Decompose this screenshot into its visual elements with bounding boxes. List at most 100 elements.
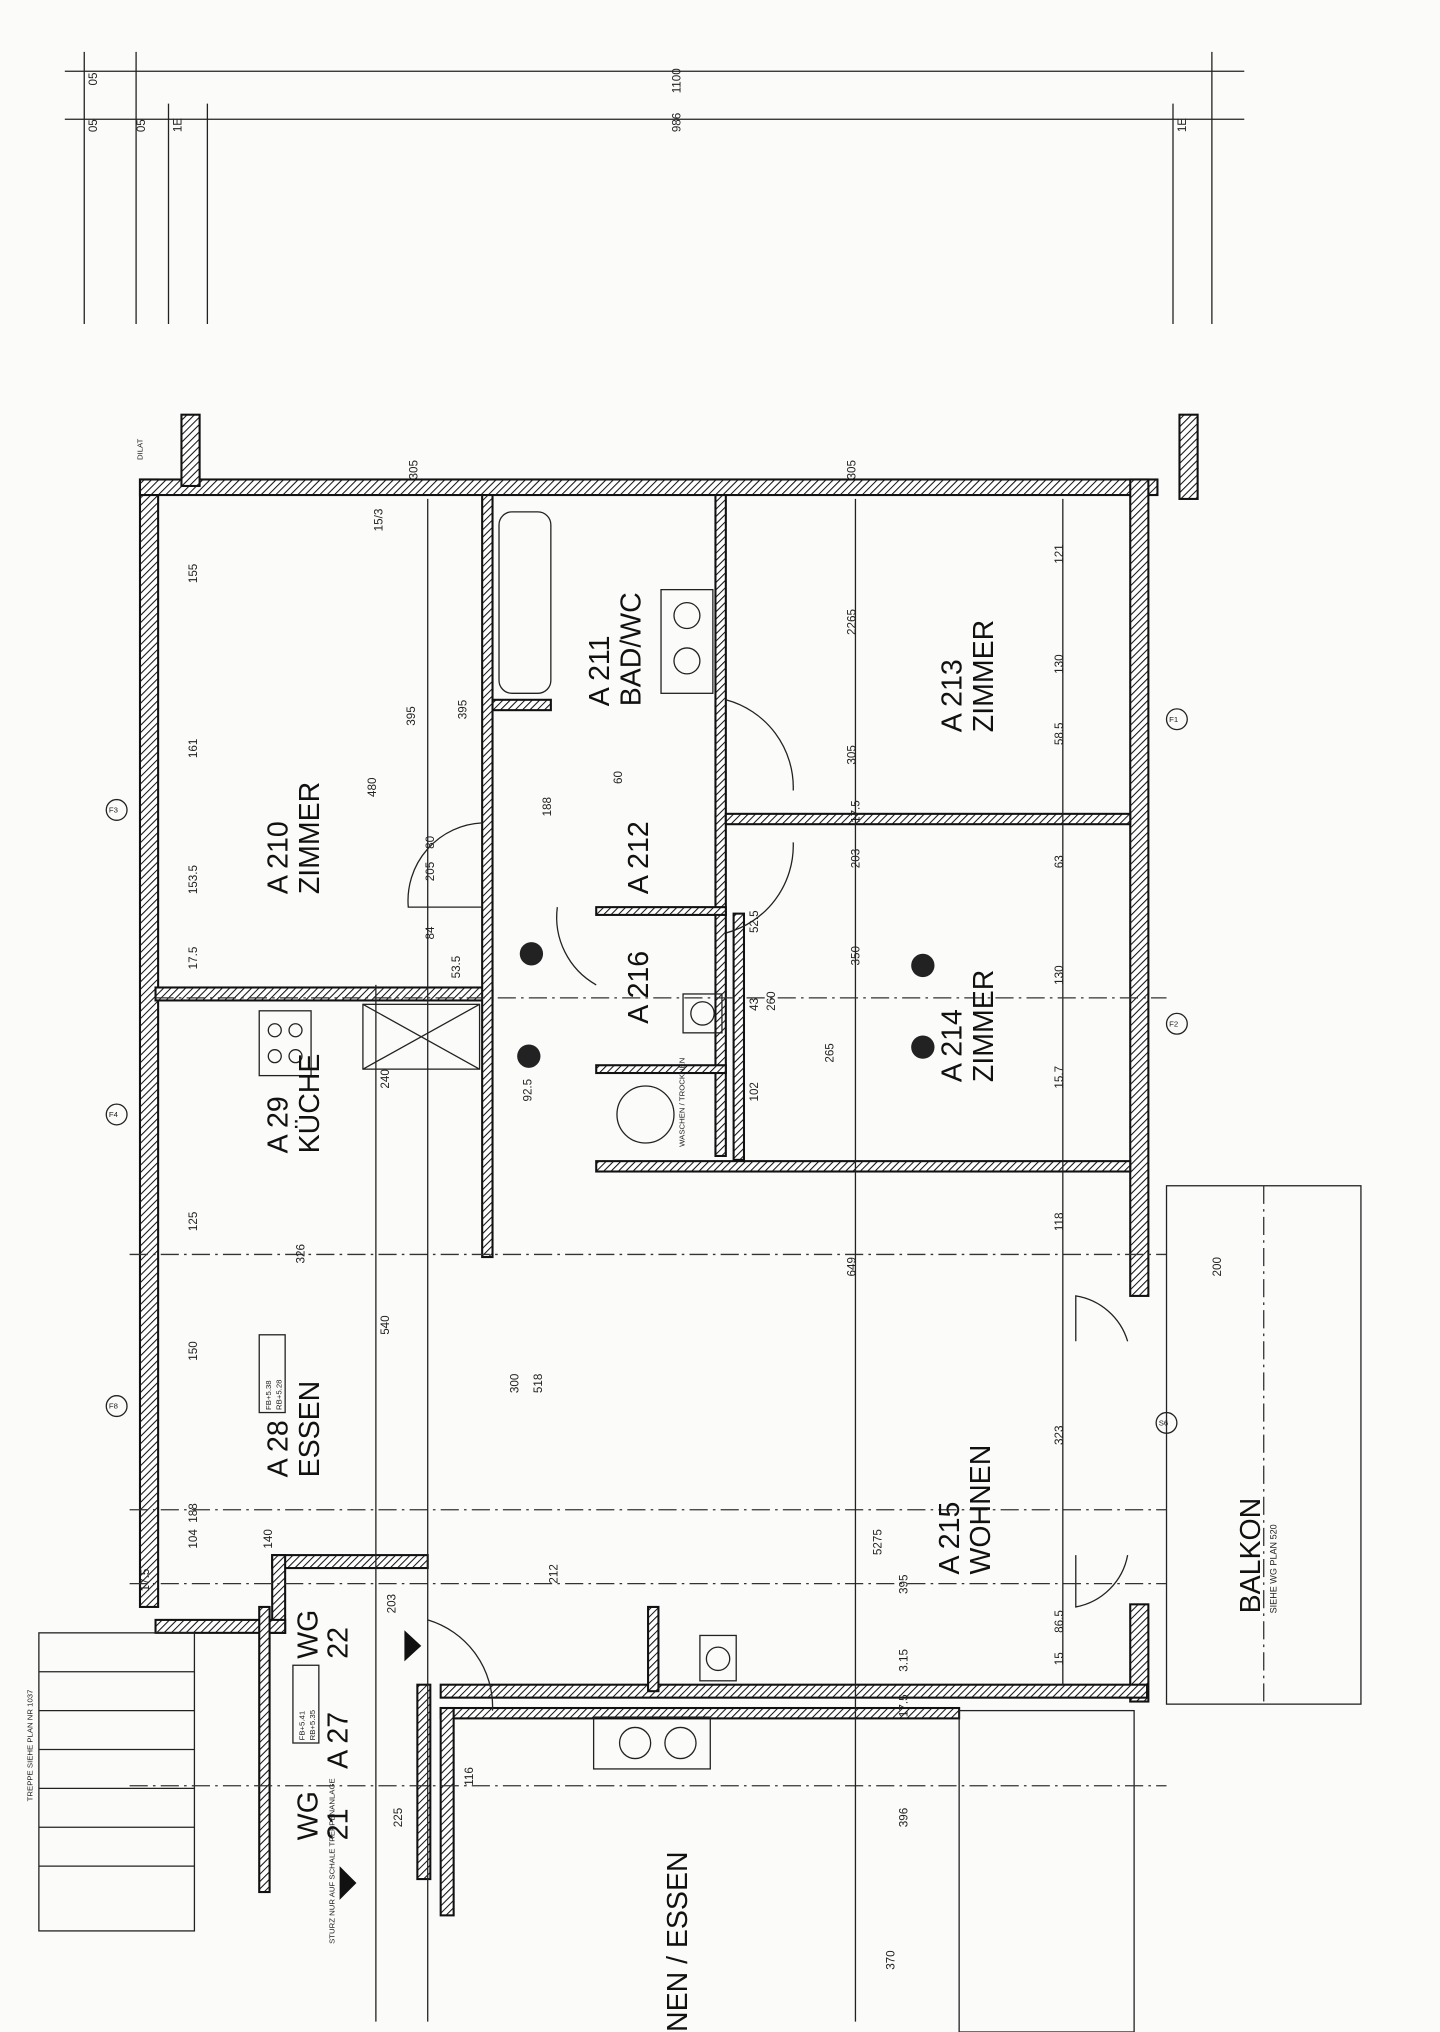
notes: TREPPE SIEHE PLAN NR 1037 STURZ NUR AUF … — [25, 438, 686, 1944]
room-a215-number: A 215 — [934, 1502, 966, 1575]
exterior-walls — [138, 413, 1199, 1917]
room-a29-name: KÜCHE — [294, 1054, 326, 1154]
axis-label: F8 — [109, 1402, 118, 1411]
stair-note: TREPPE SIEHE PLAN NR 1037 — [25, 1690, 34, 1802]
washing-machine — [616, 1085, 675, 1144]
dimension-label: 260 — [765, 991, 778, 1011]
dimension-label: 86.5 — [1053, 1610, 1066, 1633]
dimension-label: 63 — [1053, 855, 1066, 868]
balcony-note: SIEHE WG PLAN 520 — [1269, 1524, 1279, 1613]
dimension-label: 225 — [392, 1808, 405, 1827]
axis-label: S6 — [1159, 1419, 1169, 1428]
room-a213-number: A 213 — [937, 659, 969, 732]
dilatation-note: DILAT — [136, 438, 145, 460]
wg21-number: 21 — [322, 1809, 354, 1841]
balcony — [1165, 1185, 1362, 1705]
level-boxes: FB+5.38 RB+5.28 FB+5.41 RB+5.35 — [258, 1334, 320, 1744]
room-a28-name: ESSEN — [294, 1381, 326, 1478]
dimension-label: 43 — [748, 998, 761, 1011]
dimension-label: 205 — [424, 862, 437, 881]
axis-markers: F3 F4 F8 F1 F2 S6 — [105, 708, 1188, 1434]
pillar-marker — [519, 942, 544, 966]
level-rb: RB+5.28 — [274, 1380, 283, 1410]
room-a214-name: ZIMMER — [968, 970, 1000, 1082]
balcony-label: BALKON — [1235, 1498, 1267, 1614]
stove — [258, 1010, 312, 1077]
room-a214-number: A 214 — [937, 1009, 969, 1082]
dimension-label: 17.5 — [897, 1694, 910, 1717]
room-a213-name: ZIMMER — [968, 620, 1000, 732]
pillar-marker — [517, 1044, 541, 1068]
level-fb: FB+5.41 — [298, 1711, 307, 1741]
room-essen-partial: NEN / ESSEN — [662, 1851, 694, 2032]
dimension-label: 305 — [845, 745, 858, 764]
dimension-label: 53.5 — [450, 956, 463, 979]
dimension-label: 130 — [1053, 965, 1066, 985]
dimension-label: 395 — [897, 1575, 910, 1594]
dimension-label: 118 — [1053, 1213, 1066, 1232]
dimension-label: 5275 — [871, 1529, 884, 1555]
room-a216-number: A 216 — [623, 951, 655, 1024]
wg22-label: WG — [293, 1610, 325, 1659]
room-a215-name: WOHNEN — [965, 1445, 997, 1575]
dimension-label: 92.5 — [521, 1079, 534, 1102]
top-dimension-lines — [64, 51, 1245, 324]
dimension-label: 17.5 — [139, 1569, 152, 1592]
dimension-label: 395 — [405, 706, 418, 725]
dimension-label: 200 — [1211, 1257, 1224, 1277]
dimension-label: 518 — [532, 1374, 545, 1393]
dimension-label: 17.5 — [187, 947, 200, 970]
axis-label: F2 — [1169, 1019, 1178, 1028]
dimension-label: 265 — [823, 1043, 836, 1062]
dimension-label: 370 — [884, 1950, 897, 1970]
axis-label: F1 — [1169, 715, 1178, 724]
dimension-label: 125 — [187, 1212, 200, 1231]
room-a27-number: A 27 — [322, 1712, 354, 1769]
dimension-label: 58.5 — [1053, 722, 1066, 745]
dimension-label: 203 — [849, 849, 862, 868]
level-fb: FB+5.38 — [264, 1380, 273, 1410]
dimension-label: 649 — [845, 1257, 858, 1276]
staircase — [38, 1632, 1135, 2032]
dimension-label: 161 — [187, 739, 200, 758]
level-rb: RB+5.35 — [308, 1710, 317, 1740]
room-a211-name: BAD/WC — [615, 592, 647, 706]
stair-arrow-icon — [339, 1866, 357, 1900]
dimension-label: 305 — [407, 460, 420, 479]
room-a28-number: A 28 — [263, 1420, 295, 1477]
dimension-label: 05 — [135, 119, 148, 132]
dimension-label: 323 — [1053, 1425, 1066, 1444]
dimension-label: 350 — [849, 945, 862, 965]
room-a210-name: ZIMMER — [294, 782, 326, 894]
dimension-label: 986 — [670, 113, 683, 132]
fixtures — [258, 511, 935, 1770]
wg21-label: WG — [293, 1791, 325, 1840]
dimension-label: 84 — [424, 926, 437, 939]
wg22-number: 22 — [322, 1627, 354, 1659]
dimension-label: 396 — [897, 1808, 910, 1827]
dimension-label: 80 — [424, 835, 437, 848]
dimension-label: 17.5 — [849, 800, 862, 823]
dimension-label: 212 — [547, 1564, 560, 1583]
pillar-marker — [911, 953, 935, 978]
dimension-label: 102 — [748, 1082, 761, 1101]
dimension-label: 60 — [612, 771, 625, 784]
dimension-label: 203 — [385, 1594, 398, 1613]
dimension-label: 540 — [379, 1315, 392, 1335]
room-labels: A 210 ZIMMER A 211 BAD/WC A 212 A 216 A … — [263, 592, 1279, 2032]
doors — [407, 699, 1129, 1711]
dimension-label: 15/3 — [372, 509, 385, 532]
dimension-label: 1E — [171, 118, 184, 132]
dimension-label: 05 — [87, 119, 100, 132]
bathtub — [498, 511, 552, 694]
stair-arrow-icon — [404, 1630, 422, 1662]
dimension-label: 2265 — [845, 609, 858, 635]
dimension-label: 480 — [366, 777, 379, 797]
dimension-lines — [129, 498, 1167, 2022]
room-a212-number: A 212 — [623, 821, 655, 894]
interior-walls — [154, 494, 1132, 1894]
axis-label: F3 — [109, 806, 118, 815]
dimension-label: 15 — [1053, 1652, 1066, 1665]
